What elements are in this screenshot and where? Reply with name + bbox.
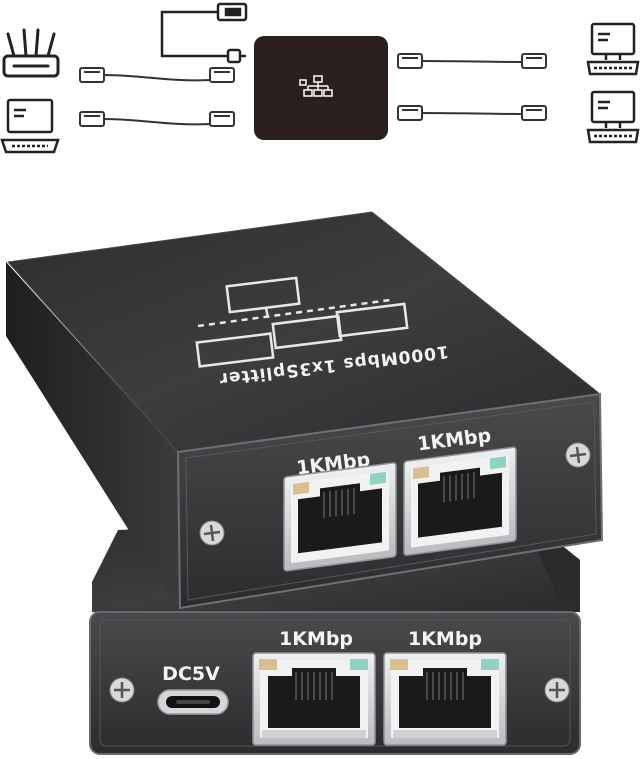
rj45-port[interactable] — [252, 652, 376, 746]
led-indicator — [390, 659, 408, 670]
port-label: 1KMbp — [408, 628, 482, 650]
power-label: DC5V — [162, 663, 220, 685]
laptop-icon — [0, 98, 60, 154]
screw-icon — [199, 520, 225, 546]
screw-icon — [109, 677, 135, 703]
topology-graphic — [195, 276, 409, 368]
usb-c-power-port[interactable] — [157, 689, 229, 715]
port-label: 1KMbp — [279, 628, 353, 650]
rj45-port[interactable] — [383, 652, 507, 746]
screw-icon — [565, 442, 591, 468]
usb-to-usb-c-cable-icon — [160, 2, 248, 64]
ethernet-cable-icon — [79, 111, 235, 127]
led-indicator — [413, 466, 429, 480]
rj45-port[interactable] — [283, 462, 397, 572]
ethernet-cable-icon — [79, 67, 235, 83]
led-indicator — [370, 471, 386, 485]
led-indicator — [350, 659, 368, 670]
network-hub-box — [254, 36, 388, 140]
network-topology-icon — [299, 75, 333, 97]
desktop-computer-icon — [586, 90, 640, 144]
screw-icon — [544, 677, 570, 703]
router-icon — [2, 28, 60, 78]
led-indicator — [259, 659, 277, 670]
led-indicator — [481, 659, 499, 670]
led-indicator — [490, 456, 506, 470]
ethernet-cable-icon — [397, 105, 547, 121]
desktop-computer-icon — [586, 22, 640, 76]
led-indicator — [293, 481, 309, 495]
rj45-port[interactable] — [403, 446, 517, 556]
upper-splitter-unit: 1000Mbps 1x3Splitter 1KMbp 1KMbp — [6, 211, 604, 610]
ethernet-cable-icon — [397, 53, 547, 69]
connection-diagram — [0, 2, 640, 154]
